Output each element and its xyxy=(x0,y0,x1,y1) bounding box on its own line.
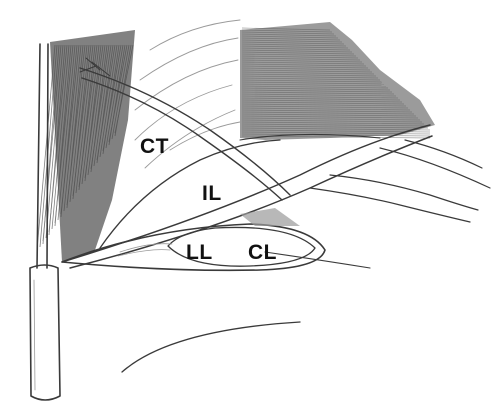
inferior-diagonal-band xyxy=(61,124,491,269)
vertical-rod xyxy=(29,43,61,401)
label-ll: LL xyxy=(186,241,213,264)
bottom-curve xyxy=(121,321,301,373)
label-il: IL xyxy=(202,182,222,205)
label-cl: CL xyxy=(248,241,277,264)
label-ct: CT xyxy=(140,135,169,158)
vertical-muscle-shading xyxy=(36,30,135,262)
upper-curved-band xyxy=(99,133,381,269)
upper-right-shading xyxy=(240,22,435,140)
fan-lines xyxy=(134,19,241,169)
lower-oval-structure xyxy=(61,208,326,272)
crossing-tendon xyxy=(79,57,291,201)
